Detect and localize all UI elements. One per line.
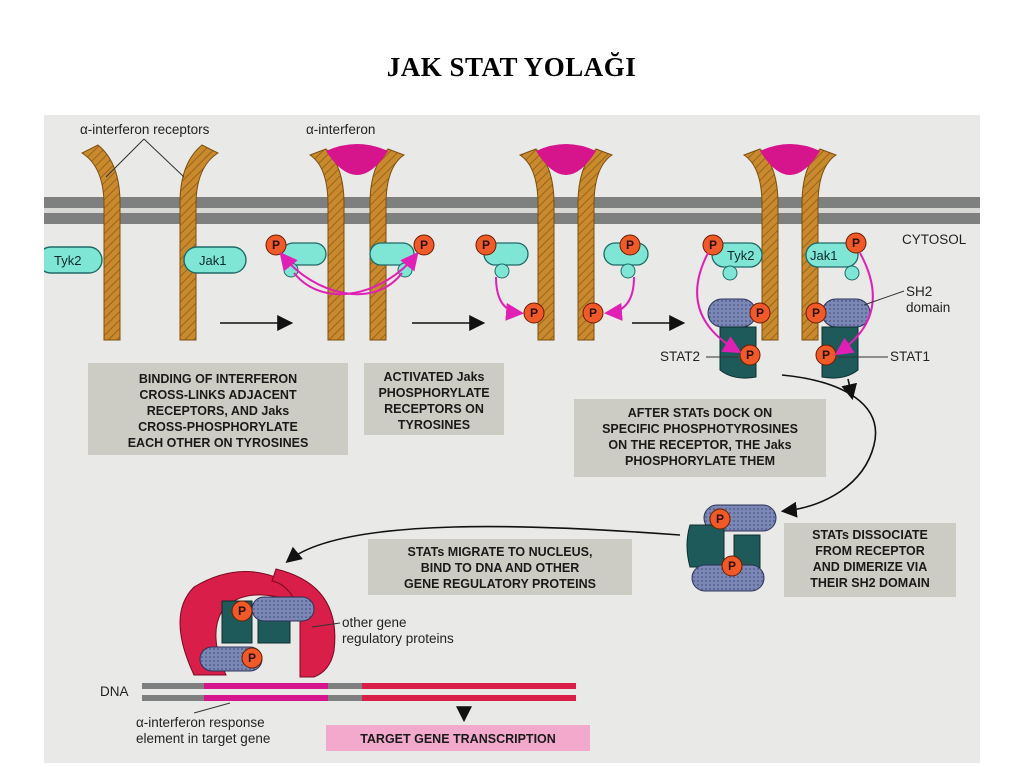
svg-text:P: P [709, 238, 717, 252]
caption-step3: AFTER STATs DOCK ON SPECIFIC PHOSPHOTYRO… [574, 399, 826, 477]
cell-membrane [44, 197, 980, 224]
other-proteins-label: other gene [342, 615, 407, 630]
receptor-pair-3 [518, 144, 614, 341]
step-arrow-5 [285, 525, 681, 564]
receptor-pair-2 [308, 144, 406, 341]
svg-text:TYROSINES: TYROSINES [398, 418, 470, 432]
response-element-label: α-interferon response [136, 715, 265, 730]
stat2-label: STAT2 [660, 349, 700, 364]
svg-text:STATs MIGRATE TO NUCLEUS,: STATs MIGRATE TO NUCLEUS, [408, 545, 593, 559]
stat2-protein: P P [707, 298, 771, 379]
step-arrow-4 [780, 374, 877, 518]
svg-text:P: P [482, 238, 490, 252]
svg-text:BINDING OF INTERFERON: BINDING OF INTERFERON [139, 372, 297, 386]
svg-text:AND DIMERIZE VIA: AND DIMERIZE VIA [813, 560, 928, 574]
svg-text:GENE REGULATORY PROTEINS: GENE REGULATORY PROTEINS [404, 577, 596, 591]
jak-stat-diagram: CYTOSOL α-interferon receptors Tyk2 Jak1… [44, 115, 980, 763]
cross-phosphorylation-arrow [279, 251, 403, 296]
jak-pair-3: P P P P [475, 234, 649, 324]
svg-text:P: P [272, 238, 280, 252]
sh2-label: domain [906, 300, 950, 315]
receptor-pair-4 [742, 144, 838, 341]
svg-text:Jak1: Jak1 [199, 253, 226, 268]
dna-strand [142, 683, 576, 701]
svg-text:P: P [626, 238, 634, 252]
stat-dimer: P P [686, 504, 777, 592]
svg-text:SPECIFIC PHOSPHOTYROSINES: SPECIFIC PHOSPHOTYROSINES [602, 422, 798, 436]
svg-text:AFTER STATs DOCK ON: AFTER STATs DOCK ON [628, 406, 772, 420]
svg-text:P: P [716, 512, 724, 526]
svg-text:ON THE RECEPTOR, THE Jaks: ON THE RECEPTOR, THE Jaks [608, 438, 791, 452]
slide-title: JAK STAT YOLAĞI [386, 52, 637, 82]
gene-regulatory-complex: P P [179, 568, 336, 678]
svg-text:P: P [852, 236, 860, 250]
caption-step1: BINDING OF INTERFERON CROSS-LINKS ADJACE… [88, 363, 348, 455]
tyk2-kinase: Tyk2 [44, 246, 103, 274]
svg-text:P: P [756, 306, 764, 320]
transcription-box: TARGET GENE TRANSCRIPTION [326, 725, 590, 751]
svg-text:EACH OTHER ON TYROSINES: EACH OTHER ON TYROSINES [128, 436, 309, 450]
svg-text:P: P [822, 348, 830, 362]
interferon-ligand [326, 144, 388, 175]
svg-text:BIND TO DNA AND OTHER: BIND TO DNA AND OTHER [421, 561, 580, 575]
svg-text:P: P [248, 651, 256, 665]
svg-text:P: P [728, 559, 736, 573]
response-element-label: element in target gene [136, 731, 270, 746]
svg-text:TARGET GENE TRANSCRIPTION: TARGET GENE TRANSCRIPTION [360, 732, 556, 746]
svg-text:P: P [812, 306, 820, 320]
svg-text:Tyk2: Tyk2 [727, 248, 754, 263]
receptor-pair-1 [80, 144, 220, 341]
svg-text:CROSS-LINKS ADJACENT: CROSS-LINKS ADJACENT [139, 388, 297, 402]
svg-text:STATs DISSOCIATE: STATs DISSOCIATE [812, 528, 928, 542]
svg-text:ACTIVATED Jaks: ACTIVATED Jaks [384, 370, 485, 384]
jak1-kinase: Jak1 [183, 246, 247, 274]
cytosol-label: CYTOSOL [902, 232, 967, 247]
svg-text:CROSS-PHOSPHORYLATE: CROSS-PHOSPHORYLATE [138, 420, 298, 434]
stat1-label: STAT1 [890, 349, 930, 364]
svg-text:Jak1: Jak1 [810, 248, 837, 263]
svg-text:P: P [530, 306, 538, 320]
svg-text:Tyk2: Tyk2 [54, 253, 81, 268]
caption-step4: STATs DISSOCIATE FROM RECEPTOR AND DIMER… [784, 523, 956, 597]
receptors-label: α-interferon receptors [80, 122, 210, 137]
svg-text:P: P [589, 306, 597, 320]
caption-step2: ACTIVATED Jaks PHOSPHORYLATE RECEPTORS O… [364, 363, 504, 435]
dna-label: DNA [100, 684, 129, 699]
other-proteins-label: regulatory proteins [342, 631, 454, 646]
svg-text:PHOSPHORYLATE: PHOSPHORYLATE [378, 386, 489, 400]
svg-text:P: P [238, 604, 246, 618]
caption-step5: STATs MIGRATE TO NUCLEUS, BIND TO DNA AN… [368, 539, 632, 595]
svg-text:THEIR SH2 DOMAIN: THEIR SH2 DOMAIN [810, 576, 929, 590]
jak-pair-2: P P [265, 234, 435, 278]
ligand-label: α-interferon [306, 122, 375, 137]
svg-text:FROM RECEPTOR: FROM RECEPTOR [815, 544, 925, 558]
svg-text:P: P [746, 348, 754, 362]
svg-text:RECEPTORS ON: RECEPTORS ON [384, 402, 484, 416]
tyk2-jak1-pair-4: Tyk2 Jak1 P P [702, 232, 867, 281]
svg-text:RECEPTORS, AND Jaks: RECEPTORS, AND Jaks [147, 404, 289, 418]
sh2-label: SH2 [906, 284, 932, 299]
svg-text:PHOSPHORYLATE THEM: PHOSPHORYLATE THEM [625, 454, 775, 468]
svg-text:P: P [420, 238, 428, 252]
cross-phosphorylation-arrow [293, 251, 419, 296]
